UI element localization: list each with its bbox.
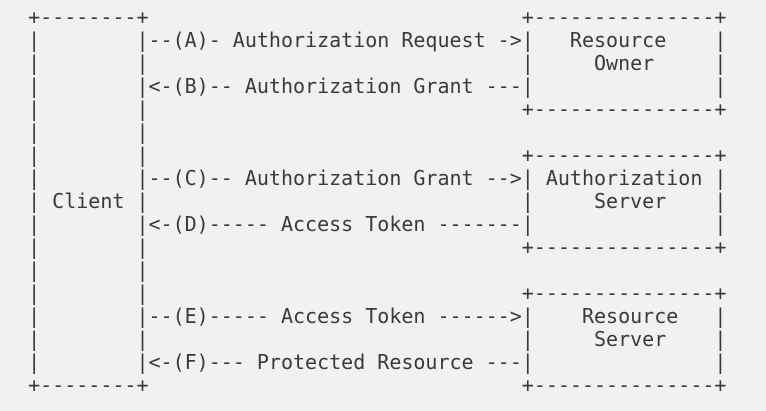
- ascii-diagram: +--------+ +---------------+ | |--(A)- A…: [28, 5, 727, 397]
- oauth-abstract-flow-figure: +--------+ +---------------+ | |--(A)- A…: [28, 5, 727, 397]
